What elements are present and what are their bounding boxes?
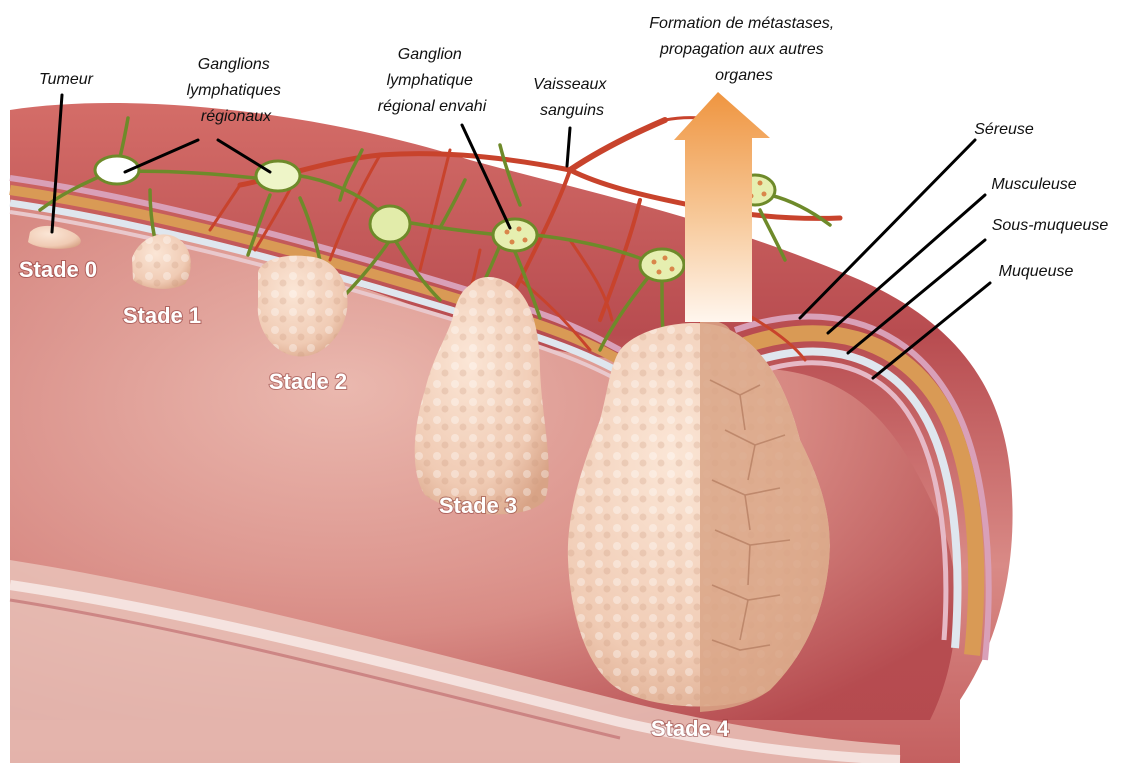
stage-2-label: Stade 2 bbox=[269, 369, 347, 394]
lymph-node-invaded-1 bbox=[493, 219, 537, 251]
lymph-node-3 bbox=[370, 206, 410, 242]
label-metastases: Formation de métastases, propagation aux… bbox=[649, 15, 838, 84]
label-musculeuse: Musculeuse bbox=[991, 176, 1076, 193]
label-tumeur: Tumeur bbox=[39, 71, 94, 88]
lymph-node-2 bbox=[256, 161, 300, 191]
stage-4-label: Stade 4 bbox=[651, 716, 730, 741]
label-vaisseaux-sanguins: Vaisseaux sanguins bbox=[533, 76, 611, 119]
label-ganglions-regionaux: Ganglions lymphatiques régionaux bbox=[187, 56, 286, 125]
stage-0-label: Stade 0 bbox=[19, 257, 97, 282]
stage-1-label: Stade 1 bbox=[123, 303, 201, 328]
lymph-node-invaded-2 bbox=[640, 249, 684, 281]
label-sous-muqueuse: Sous-muqueuse bbox=[992, 217, 1109, 234]
label-ganglion-envahi: Ganglion lymphatique régional envahi bbox=[378, 46, 487, 115]
stage-3-label: Stade 3 bbox=[439, 493, 517, 518]
label-muqueuse: Muqueuse bbox=[999, 263, 1074, 280]
label-sereuse: Séreuse bbox=[974, 121, 1034, 138]
